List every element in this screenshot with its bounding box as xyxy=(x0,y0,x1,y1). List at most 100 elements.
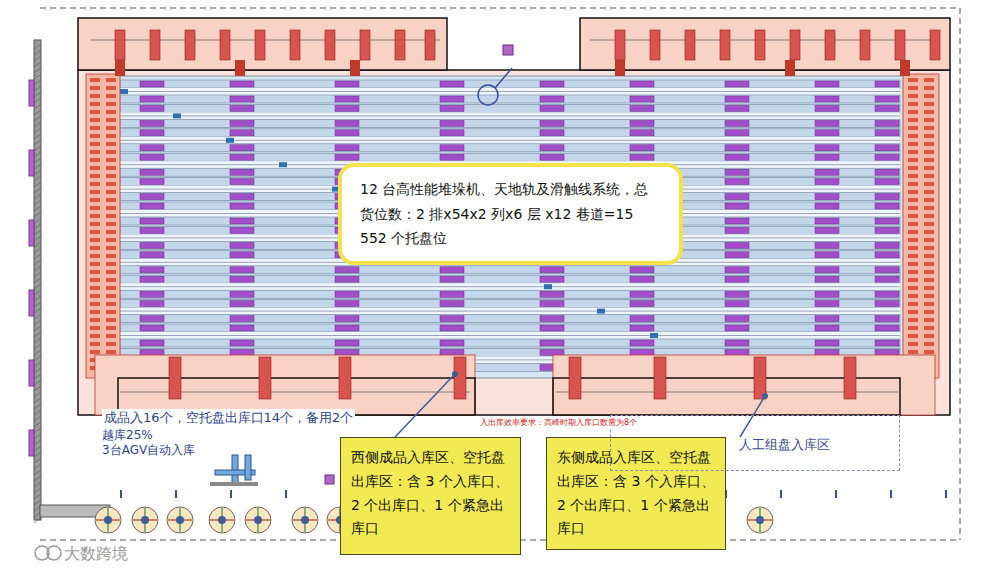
conveyor-roller xyxy=(90,102,100,106)
conveyor-roller xyxy=(908,110,918,114)
conveyor-roller xyxy=(106,110,116,114)
storage-module xyxy=(725,96,749,102)
agv-robot xyxy=(245,507,271,533)
conveyor-roller xyxy=(90,126,100,130)
summary-box: 12 台高性能堆垛机、天地轨及滑触线系统，总货位数：2 排x54x2 列x6 层… xyxy=(338,163,683,265)
conveyor-roller xyxy=(908,142,918,146)
storage-module xyxy=(140,218,164,224)
storage-module xyxy=(335,96,359,102)
wall-hatch xyxy=(34,446,41,451)
storage-module xyxy=(725,325,749,331)
conveyor-roller xyxy=(908,166,918,170)
conveyor-roller xyxy=(924,94,934,98)
storage-module xyxy=(230,316,254,322)
storage-module xyxy=(725,349,749,355)
node-text: 西侧成品入库区、空托盘出库区：含 3 个入库口、2 个出库口、1 个紧急出库口 xyxy=(351,446,510,541)
storage-module xyxy=(725,267,749,273)
conveyor-roller xyxy=(908,302,918,306)
wall-hatch xyxy=(34,188,41,193)
leader-line xyxy=(740,396,765,437)
storage-module xyxy=(815,242,839,248)
callout-box: 东侧成品入库区、空托盘出库区：含 3 个入库口、2 个出库口、1 个紧急出库口 xyxy=(546,437,726,550)
leader-dot xyxy=(762,393,768,399)
storage-module xyxy=(335,325,359,331)
conveyor-port xyxy=(259,357,271,399)
aisle xyxy=(120,332,900,339)
conveyor-roller xyxy=(924,318,934,322)
wall-hatch xyxy=(34,158,41,163)
conveyor-roller xyxy=(90,246,100,250)
wall-hatch xyxy=(34,200,41,205)
conveyor-roller xyxy=(908,270,918,274)
conveyor-roller xyxy=(908,310,918,314)
storage-module xyxy=(540,96,564,102)
storage-module xyxy=(335,81,359,87)
storage-module xyxy=(725,145,749,151)
storage-module xyxy=(630,81,654,87)
conveyor-roller xyxy=(90,310,100,314)
conveyor-roller xyxy=(90,222,100,226)
storage-module xyxy=(815,130,839,136)
storage-module xyxy=(875,81,899,87)
storage-module xyxy=(725,203,749,209)
storage-module xyxy=(540,276,564,282)
bottom-conveyor-band xyxy=(95,355,475,415)
storage-module xyxy=(815,218,839,224)
storage-module xyxy=(875,96,899,102)
wall-hatch xyxy=(34,314,41,319)
storage-module xyxy=(875,301,899,307)
wall-hatch xyxy=(34,452,41,457)
wall-hatch xyxy=(34,146,41,151)
conveyor-port xyxy=(860,30,870,60)
conveyor-roller xyxy=(924,286,934,290)
storage-module xyxy=(630,120,654,126)
storage-module xyxy=(335,267,359,273)
wall-hatch xyxy=(34,104,41,109)
storage-module xyxy=(815,267,839,273)
stacker-rail xyxy=(120,335,900,336)
storage-module xyxy=(725,291,749,297)
storage-module xyxy=(725,130,749,136)
conveyor-roller xyxy=(106,206,116,210)
storage-module xyxy=(230,301,254,307)
storage-module xyxy=(230,218,254,224)
storage-module xyxy=(725,105,749,111)
stacker-crane xyxy=(173,113,181,118)
conveyor-roller xyxy=(90,94,100,98)
conveyor-roller xyxy=(908,246,918,250)
rack-row xyxy=(120,290,900,298)
conveyor-roller xyxy=(106,150,116,154)
wall-hatch xyxy=(34,98,41,103)
conveyor-roller xyxy=(924,150,934,154)
rack-row xyxy=(120,95,900,103)
storage-module xyxy=(230,81,254,87)
leader-line xyxy=(395,374,455,437)
wall-hatch xyxy=(34,206,41,211)
storage-module xyxy=(230,179,254,185)
conveyor-roller xyxy=(106,102,116,106)
conveyor-roller xyxy=(90,166,100,170)
conveyor-port xyxy=(255,30,265,60)
storage-module xyxy=(630,316,654,322)
storage-module xyxy=(875,145,899,151)
storage-module xyxy=(230,340,254,346)
conveyor-port xyxy=(825,30,835,60)
wall-door xyxy=(29,220,34,246)
conveyor-port xyxy=(290,30,300,60)
wall-hatch xyxy=(34,386,41,391)
storage-module xyxy=(725,340,749,346)
conveyor-roller xyxy=(924,102,934,106)
conveyor-roller xyxy=(924,158,934,162)
storage-module xyxy=(140,81,164,87)
conveyor-roller xyxy=(90,182,100,186)
agv-detail xyxy=(104,516,112,524)
rack-row xyxy=(120,144,900,152)
agv-detail xyxy=(176,516,184,524)
storage-module xyxy=(725,179,749,185)
storage-module xyxy=(875,349,899,355)
conveyor-roller xyxy=(90,134,100,138)
building-wall xyxy=(34,40,41,520)
storage-module xyxy=(440,120,464,126)
conveyor-roller xyxy=(924,126,934,130)
conveyor-roller xyxy=(924,278,934,282)
